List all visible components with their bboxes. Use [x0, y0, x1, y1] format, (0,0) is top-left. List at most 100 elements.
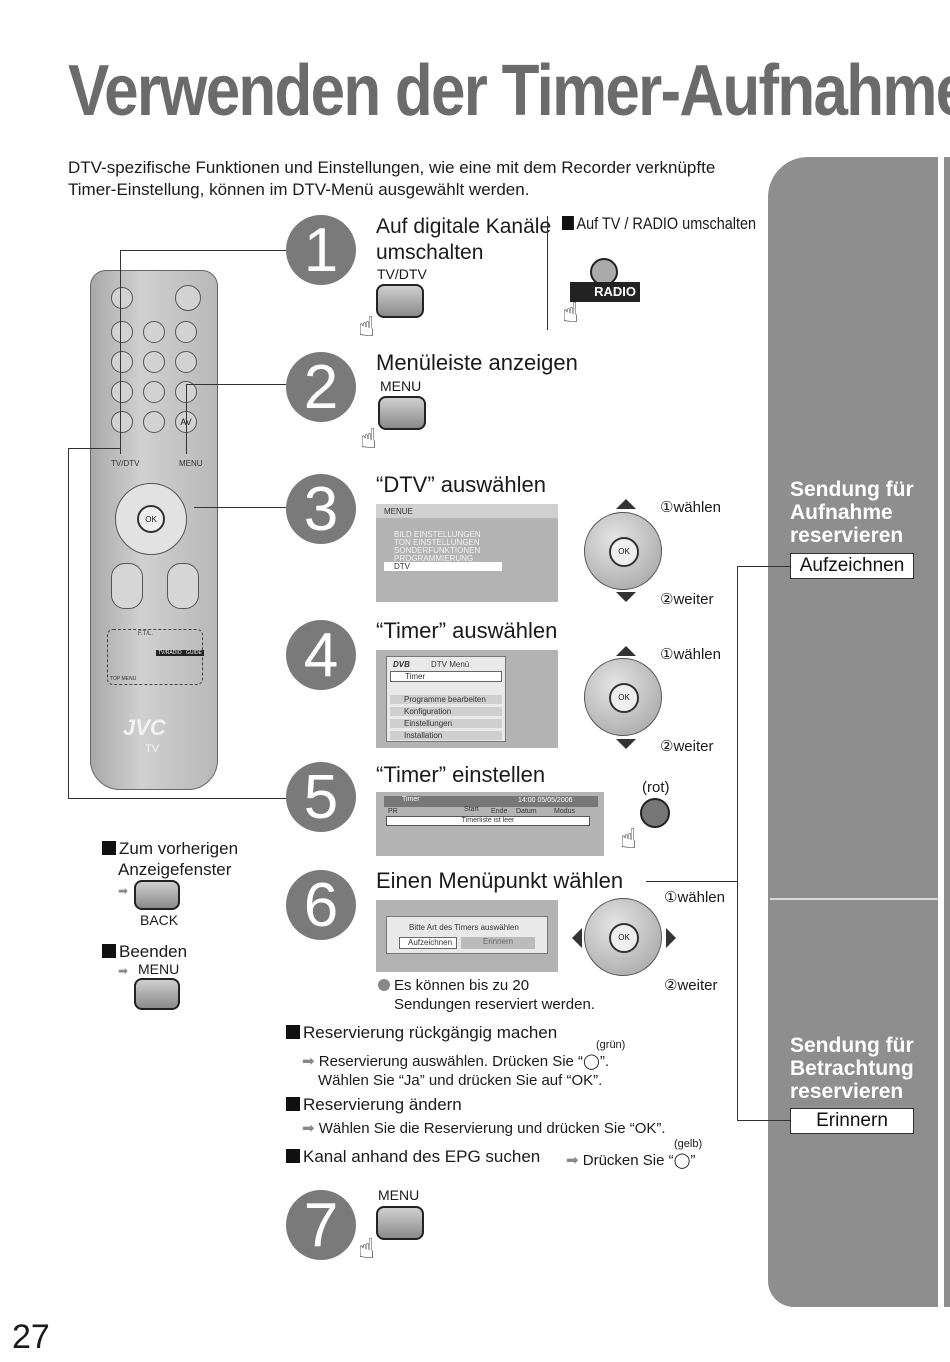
record-heading-line: Sendung für [790, 478, 914, 501]
extra-lines: ➡ Reservierung auswählen. Drücken Sie “◯… [302, 1052, 609, 1090]
select-label: ①wählen [660, 646, 721, 663]
arrow-right-icon: ➡ [302, 1053, 319, 1070]
remote-button [175, 321, 197, 343]
bullet-square [562, 216, 574, 230]
dtv-menu-window: DVB DTV Menü Timer Programme bearbeiten … [386, 656, 506, 742]
tvdtv-button [376, 284, 424, 318]
connector-line [737, 566, 738, 1120]
view-box: Erinnern [790, 1108, 914, 1134]
option-selected: Aufzeichnen [399, 937, 457, 949]
ok-button: OK [609, 683, 639, 713]
screen-header: Timer [402, 796, 420, 803]
note-line: Es können bis zu 20 [394, 977, 530, 994]
step-title: Auf digitale Kanäle umschalten [376, 214, 551, 266]
hand-icon: ☝ [562, 297, 580, 328]
step-title: Menüleiste anzeigen [376, 350, 578, 375]
remote-button [111, 321, 133, 343]
tv-screen: DVB DTV Menü Timer Programme bearbeiten … [376, 650, 558, 748]
step-number: 4 [286, 620, 356, 690]
select-label: ①wählen [660, 499, 721, 516]
record-heading: Sendung für Aufnahme reservieren [790, 478, 940, 547]
dialog-prompt: Bitte Art des Timers auswählen [409, 923, 519, 932]
column-header: Modus [554, 808, 576, 815]
view-heading-line: reservieren [790, 1080, 904, 1103]
connector-line [646, 881, 738, 882]
bullet-square [286, 1097, 300, 1111]
menu-item: SONDERFUNKTIONEN [394, 546, 481, 555]
arrow-right-icon: ➡ [118, 964, 129, 978]
record-heading-line: reservieren [790, 524, 904, 547]
ok-button: OK [609, 923, 639, 953]
arrow-right-icon: ➡ [302, 1120, 319, 1137]
menu-button [134, 978, 180, 1010]
extra-line: Drücken Sie “◯” [582, 1152, 696, 1169]
menu-button [376, 1206, 424, 1240]
topmenu-label: TOP MENU [110, 676, 137, 682]
extra-heading-text: Reservierung ändern [303, 1095, 462, 1114]
menu-item: Konfiguration [390, 707, 502, 716]
sidebar-edge [944, 157, 950, 1307]
remote-button [143, 411, 165, 433]
menu-item-selected: DTV [384, 562, 502, 571]
step-number: 3 [286, 474, 356, 544]
confirm-label: ②weiter [664, 977, 718, 994]
arrow-right-icon: ➡ [118, 884, 129, 898]
remote-button [111, 411, 133, 433]
color-note: (grün) [596, 1039, 626, 1051]
previous-note: Zum vorherigen Anzeigefenster [102, 838, 238, 880]
intro-text: DTV-spezifische Funktionen und Einstellu… [68, 158, 716, 199]
sidebar-divider [770, 898, 938, 900]
extra-line: Reservierung auswählen. Drücken Sie “◯”. [318, 1053, 609, 1070]
dvb-logo: DVB [393, 660, 410, 669]
menu-item: Programme bearbeiten [390, 695, 502, 704]
step-number: 6 [286, 870, 356, 940]
tv-label: TV [145, 743, 160, 755]
column-header: PR [388, 808, 398, 815]
aside-text: Auf TV / RADIO umschalten [576, 214, 757, 233]
remote-button [111, 287, 133, 309]
step-number: 7 [286, 1190, 356, 1260]
callout-line [120, 250, 286, 251]
remote-button [111, 381, 133, 403]
extra-line: Wählen Sie “Ja” und drücken Sie auf “OK”… [318, 1072, 603, 1089]
back-button [134, 880, 180, 910]
note-line: Beenden [119, 942, 188, 961]
arrow-up-icon [616, 499, 636, 509]
extra-line: Wählen Sie die Reservierung und drücken … [318, 1120, 666, 1137]
step-number: 1 [286, 215, 356, 285]
hand-icon: ☝ [360, 423, 378, 454]
extra-heading-text: Reservierung rückgängig machen [303, 1023, 558, 1042]
extra-heading: Reservierung rückgängig machen [286, 1023, 557, 1043]
menu-button [378, 396, 426, 430]
callout-line [186, 384, 187, 454]
screen-header: MENUE [376, 504, 558, 518]
hand-icon: ☝ [358, 1233, 376, 1264]
record-heading-line: Aufnahme [790, 501, 893, 524]
timer-type-dialog: Bitte Art des Timers auswählen Aufzeichn… [386, 916, 548, 954]
step-title: Einen Menüpunkt wählen [376, 868, 624, 893]
extra-heading: Reservierung ändern [286, 1095, 462, 1115]
column-header: Ende [491, 808, 508, 815]
radio-label: RADIO [570, 282, 640, 302]
confirm-label: ②weiter [660, 591, 714, 608]
page-title: Verwenden der Timer-Aufnahme [68, 51, 950, 131]
hand-icon: ☝ [358, 311, 376, 342]
back-label: BACK [140, 912, 179, 928]
ok-button: OK [609, 537, 639, 567]
power-button [175, 285, 201, 311]
aside-heading: Auf TV / RADIO umschalten [562, 214, 756, 234]
button-caption: MENU [380, 378, 422, 394]
arrow-up-icon [616, 646, 636, 656]
step-title: “DTV” auswählen [376, 472, 546, 497]
button-caption: MENU [378, 1187, 420, 1203]
arrow-down-icon [616, 592, 636, 602]
bullet-square [286, 1149, 300, 1163]
menu-item: TON EINSTELLUNGEN [394, 538, 480, 547]
menu-item: Installation [390, 731, 502, 740]
extra-lines: ➡ Wählen Sie die Reservierung und drücke… [302, 1119, 666, 1137]
remote-button [111, 351, 133, 373]
jvc-logo: JVC [123, 715, 166, 740]
arrow-down-icon [616, 739, 636, 749]
screen-header: DTV Menü [431, 660, 470, 669]
tv-screen: Timer 14:00 05/05/2006 PR Start Ende Dat… [376, 792, 604, 856]
